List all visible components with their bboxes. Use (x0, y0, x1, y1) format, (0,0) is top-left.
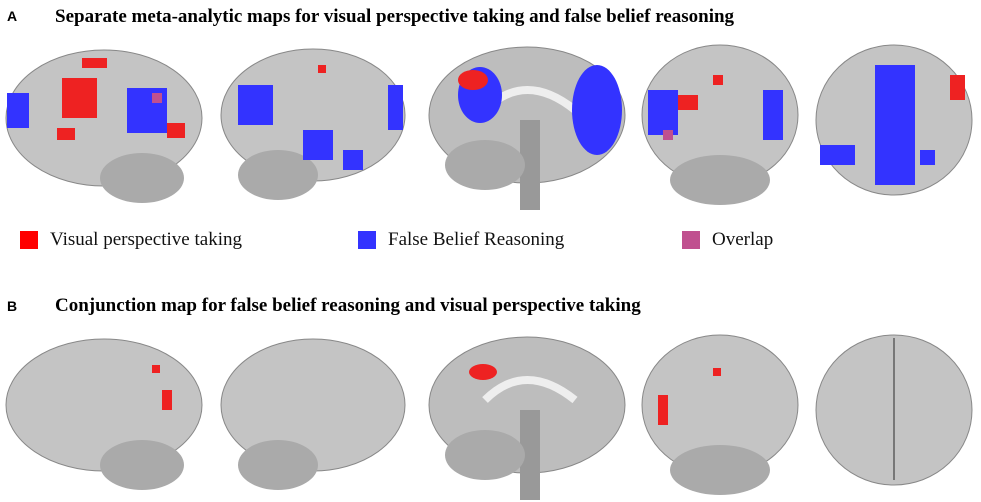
panel-a-title: Separate meta-analytic maps for visual p… (55, 6, 735, 27)
panel-b-label: B (7, 298, 18, 314)
brain-posterior-a (641, 44, 799, 205)
brain-right-lateral-b (220, 338, 406, 490)
legend-label: Visual perspective taking (50, 229, 242, 250)
brain-left-lateral-b (5, 338, 203, 490)
brain-anterior-a (815, 44, 973, 196)
brain-anterior-b (815, 334, 973, 486)
panel-a-label: A (7, 8, 18, 24)
panel-b-title: Conjunction map for false belief reasoni… (55, 295, 641, 316)
legend-item-fbr: False Belief Reasoning (358, 229, 564, 251)
legend-item-vpt: Visual perspective taking (20, 229, 242, 251)
legend-swatch-red (20, 231, 38, 249)
legend-label: False Belief Reasoning (388, 229, 565, 250)
brain-posterior-b (641, 334, 799, 495)
legend-label: Overlap (712, 229, 774, 250)
brain-medial-b (428, 336, 626, 500)
legend-item-overlap: Overlap (682, 229, 773, 251)
brain-right-lateral-a (220, 48, 406, 200)
legend-swatch-blue (358, 231, 376, 249)
brain-medial-a (428, 46, 626, 210)
legend-swatch-purple (682, 231, 700, 249)
brain-left-lateral-a (5, 49, 203, 203)
